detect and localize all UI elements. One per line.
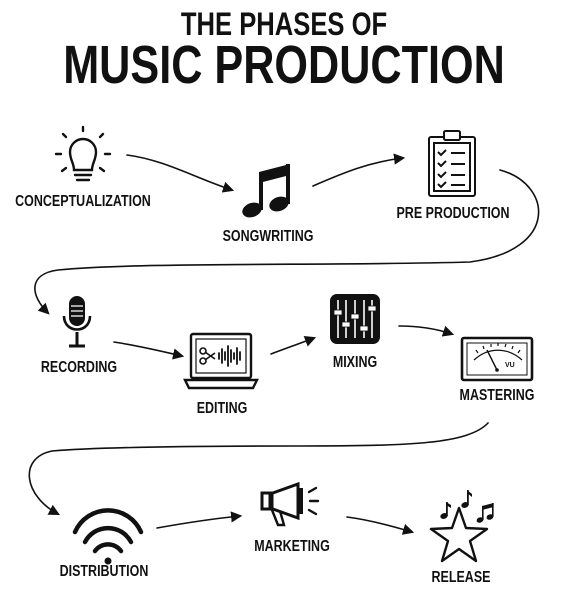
arrow-conceptualization-to-songwriting [126,154,235,193]
title-line-1: THE PHASES OF [180,6,388,42]
phase-label-mastering: MASTERING [459,387,535,404]
phase-label-editing: EDITING [196,400,248,417]
broadcast-signal-icon [72,508,144,565]
phase-label-mixing: MIXING [332,354,378,371]
arrow-mixing-to-mastering [398,325,455,337]
vu-meter-text: VU [505,362,515,369]
music-note-icon [242,164,290,218]
lightbulb-icon [54,125,112,182]
arrow-marketing-to-release [346,516,415,535]
arrow-mastering-to-distribution [28,422,489,516]
mixer-faders-icon [330,294,380,344]
arrow-editing-to-mixing [270,335,317,355]
phase-label-songwriting: SONGWRITING [222,228,314,245]
phase-label-pre-production: PRE PRODUCTION [396,205,510,222]
arrow-distribution-to-marketing [156,511,243,529]
phase-label-release: RELEASE [431,569,491,586]
vu-meter-icon: VU [460,336,534,382]
arrow-songwriting-to-preproduction [312,153,406,187]
phase-label-conceptualization: CONCEPTUALIZATION [15,193,151,210]
phase-label-distribution: DISTRIBUTION [59,563,149,580]
star-music-notes-icon [429,490,494,563]
phase-label-marketing: MARKETING [254,538,330,555]
microphone-icon [62,296,92,348]
clipboard-checklist-icon [428,130,476,197]
title-line-2: MUSIC PRODUCTION [63,35,505,95]
arrow-recording-to-editing [113,341,185,360]
phase-label-recording: RECORDING [40,359,118,376]
arrow-preproduction-to-recording [34,169,540,315]
megaphone-icon [260,481,320,527]
laptop-scissors-waveform-icon [183,332,259,390]
